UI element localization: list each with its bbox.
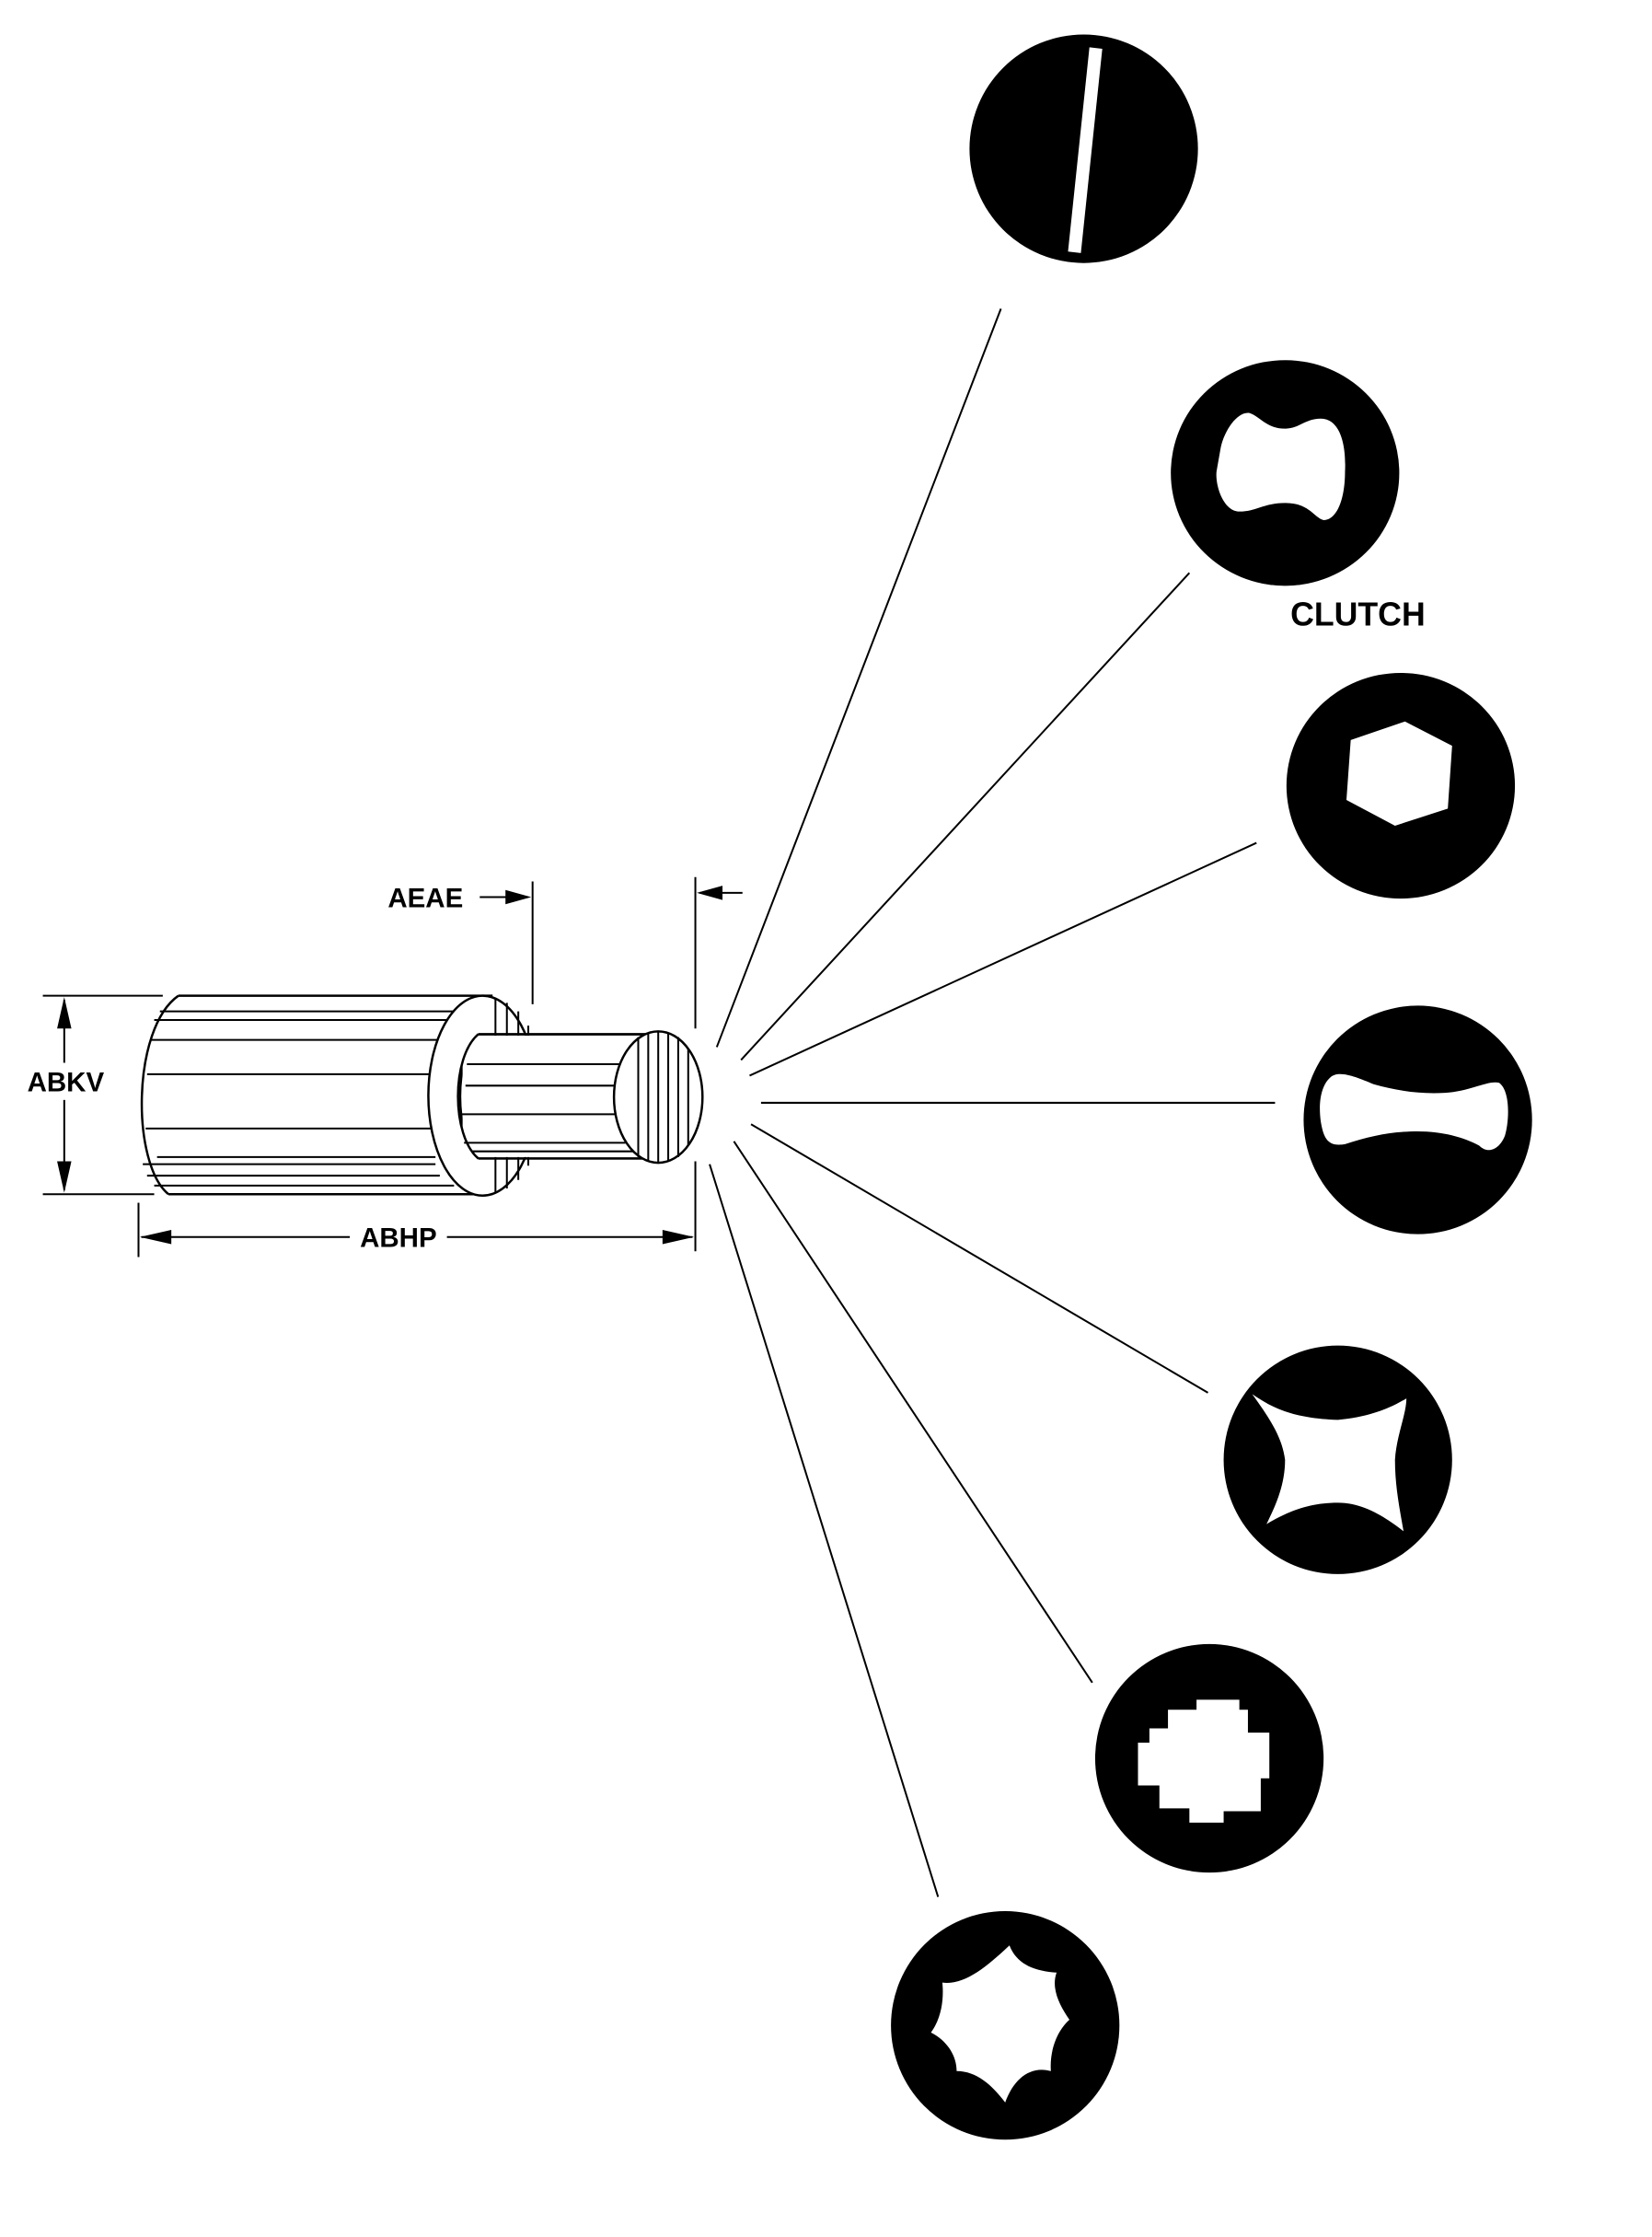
drive-clutch-icon: CLUTCH [1171, 360, 1426, 633]
drive-phillips-icon [1223, 1345, 1452, 1574]
drive-hex-socket-icon [1286, 672, 1516, 899]
leader-torx [709, 1164, 940, 1897]
abkv-label: ABKV [28, 1068, 105, 1098]
leader-hex [749, 841, 1257, 1077]
leader-frearson [733, 1141, 1093, 1684]
aeae-label: AEAE [387, 883, 463, 913]
leader-slotted [715, 307, 1002, 1048]
dimension-aeae: AEAE [387, 876, 743, 1029]
dimension-abhp: ABHP [137, 1161, 697, 1258]
drive-square-cross-icon [1094, 1643, 1324, 1873]
leader-lines [709, 307, 1276, 1897]
leader-phillips [750, 1123, 1209, 1394]
leader-clutch [740, 572, 1191, 1061]
drive-torx-icon [891, 1911, 1120, 2140]
drive-one-way-icon [1303, 1005, 1532, 1234]
bit-body [140, 994, 704, 1198]
abhp-label: ABHP [360, 1223, 437, 1254]
drive-slotted-icon [969, 34, 1198, 263]
dimension-abkv: ABKV [17, 994, 163, 1196]
clutch-label: CLUTCH [1290, 597, 1426, 633]
